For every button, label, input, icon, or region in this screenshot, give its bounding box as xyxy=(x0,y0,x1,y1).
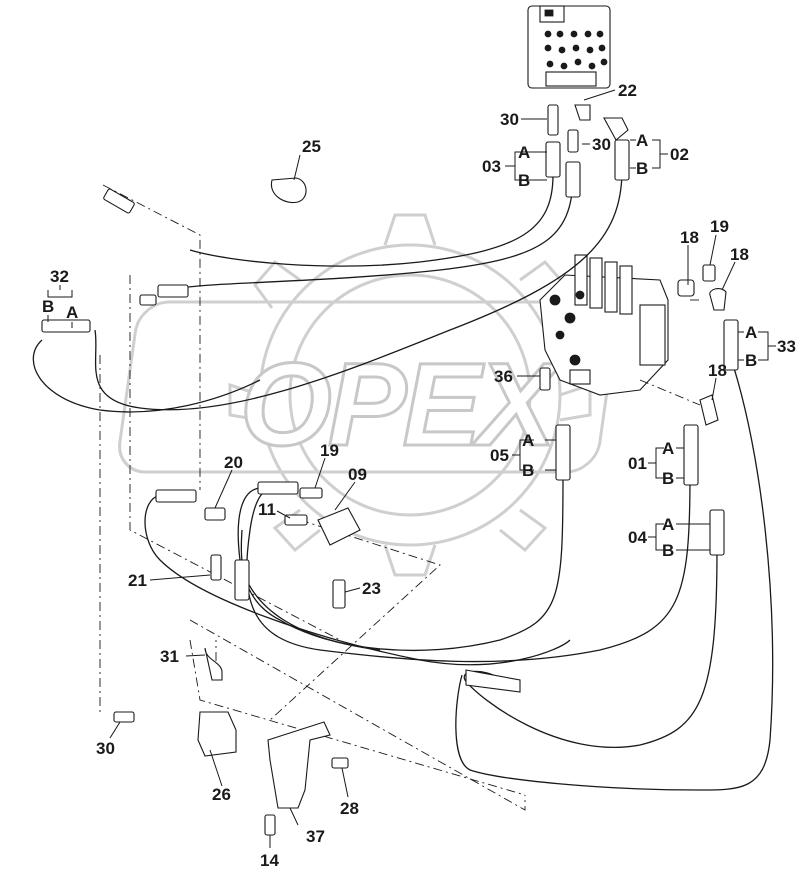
label-01: 01 xyxy=(628,454,647,473)
hose-01 xyxy=(246,474,691,663)
label-22: 22 xyxy=(618,81,637,100)
label-02: 02 xyxy=(670,145,689,164)
label-30-top: 30 xyxy=(500,110,519,129)
label-33-b: B xyxy=(745,351,757,370)
hose-03-b xyxy=(179,174,574,289)
label-11: 11 xyxy=(258,500,276,519)
label-03-b: B xyxy=(518,171,530,190)
callout-leaders xyxy=(47,89,776,848)
control-valve xyxy=(539,254,669,396)
label-18-a: 18 xyxy=(680,228,699,247)
label-09: 09 xyxy=(348,465,367,484)
callout-labels: 30 22 30 25 03 A B 02 A B 32 B A 18 19 1… xyxy=(42,81,796,870)
watermark-gear xyxy=(228,213,592,577)
label-36: 36 xyxy=(494,367,513,386)
label-02-a: A xyxy=(636,131,648,150)
label-18-c: 18 xyxy=(708,361,727,380)
label-28: 28 xyxy=(340,799,359,818)
label-18-b: 18 xyxy=(730,245,749,264)
label-33-a: A xyxy=(745,323,757,342)
label-01-a: A xyxy=(662,439,674,458)
label-37: 37 xyxy=(306,827,325,846)
label-32: 32 xyxy=(50,267,69,286)
label-20: 20 xyxy=(224,453,243,472)
label-01-b: B xyxy=(662,469,674,488)
label-05-a: A xyxy=(522,431,534,450)
hose-33 xyxy=(455,364,774,791)
label-19-a: 19 xyxy=(710,217,729,236)
label-32-b: B xyxy=(42,297,54,316)
label-04-b: B xyxy=(662,541,674,560)
label-33: 33 xyxy=(777,337,796,356)
label-05: 05 xyxy=(490,446,509,465)
label-25: 25 xyxy=(302,137,321,156)
label-03-a: A xyxy=(518,143,530,162)
label-04-a: A xyxy=(662,515,674,534)
dashed-leaders xyxy=(99,184,701,811)
hose-04 xyxy=(463,549,718,748)
label-02-b: B xyxy=(636,159,648,178)
pilot-valve xyxy=(527,5,611,89)
hoses xyxy=(32,169,774,791)
hose-02 xyxy=(94,169,623,411)
hose-03 xyxy=(189,174,554,267)
label-26: 26 xyxy=(212,785,231,804)
label-32-a: A xyxy=(66,303,78,322)
hose-20 xyxy=(144,494,571,666)
label-04: 04 xyxy=(628,528,647,547)
label-14: 14 xyxy=(260,851,279,870)
label-03: 03 xyxy=(482,157,501,176)
label-19-b: 19 xyxy=(320,441,339,460)
fittings xyxy=(41,104,739,836)
opex-watermark: OPEX xyxy=(118,213,618,577)
label-23: 23 xyxy=(362,579,381,598)
watermark-text: OPEX xyxy=(240,339,562,471)
hose-05 xyxy=(240,474,564,652)
label-05-b: B xyxy=(522,461,534,480)
label-31: 31 xyxy=(160,647,179,666)
hose-32 xyxy=(32,339,261,413)
label-30-bot: 30 xyxy=(96,739,115,758)
label-21: 21 xyxy=(128,571,147,590)
label-30-mid: 30 xyxy=(592,135,611,154)
